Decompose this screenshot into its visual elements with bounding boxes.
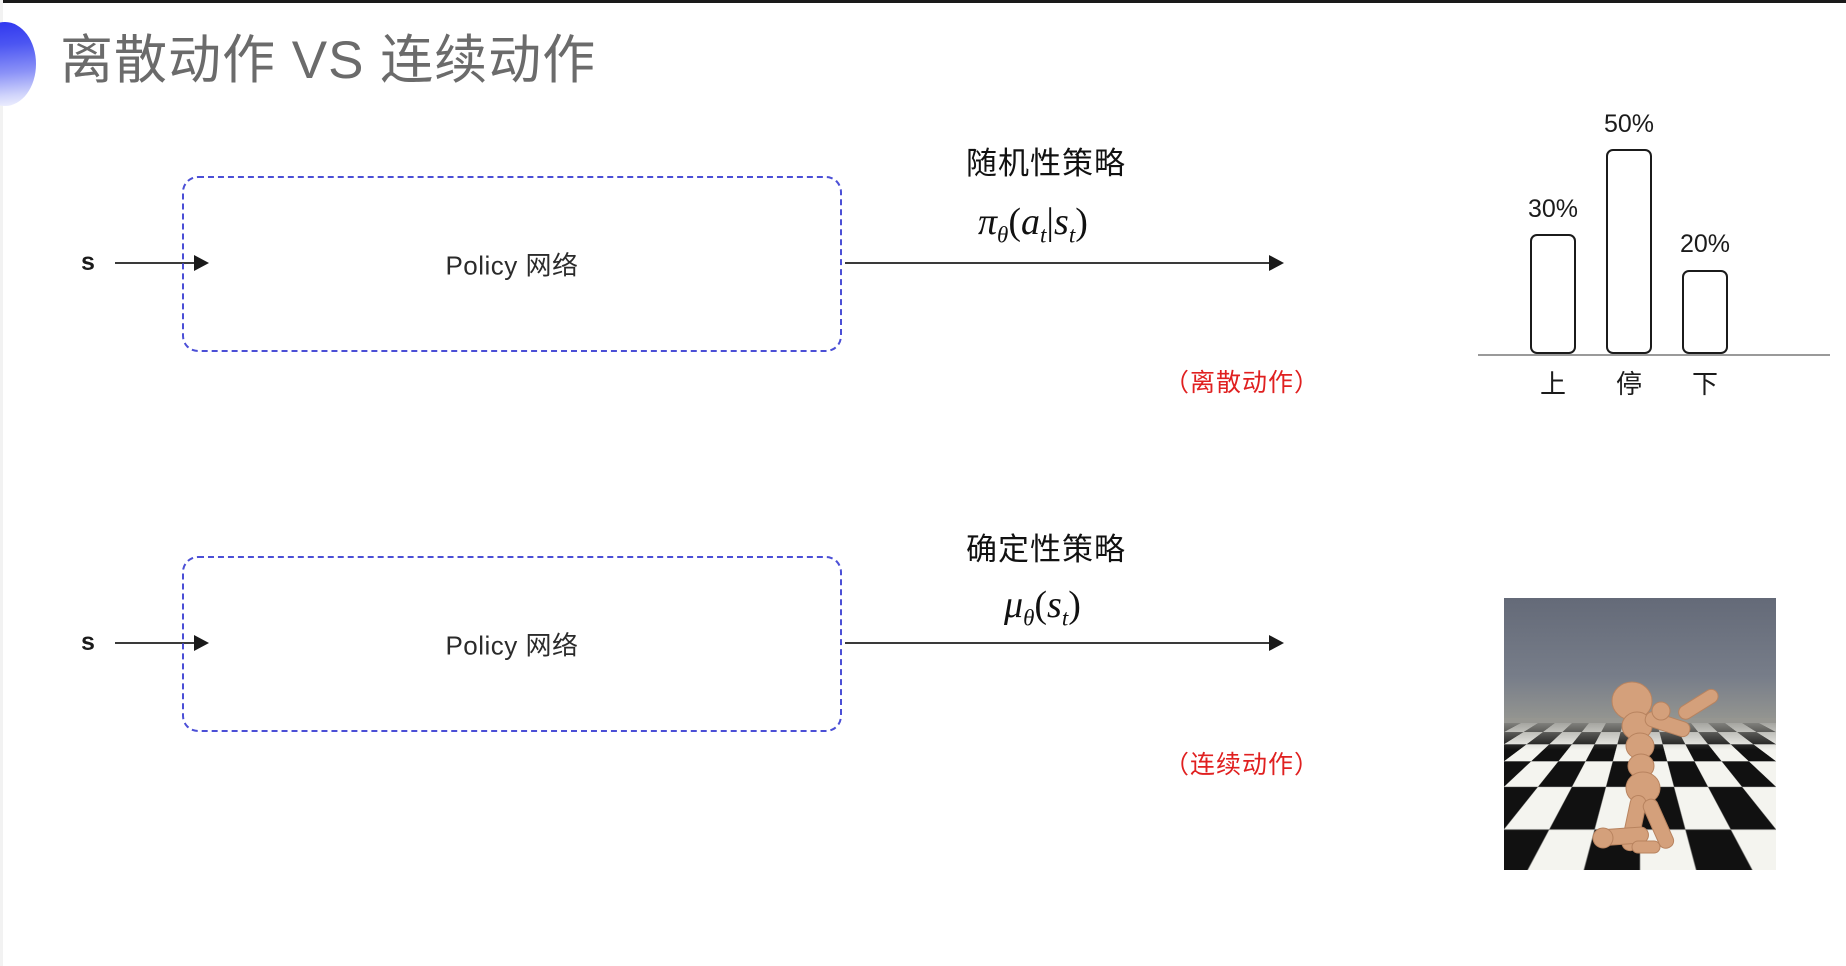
formula-theta-sub: θ bbox=[997, 222, 1009, 248]
top-border-rule bbox=[0, 0, 1846, 3]
policy-network-box-discrete[interactable]: Policy 网络 bbox=[182, 176, 842, 352]
bar-category-1: 停 bbox=[1615, 369, 1642, 399]
note-discrete-action: （离散动作） bbox=[1164, 369, 1321, 397]
bar-category-0: 上 bbox=[1539, 369, 1566, 399]
arrow-state-to-policy-continuous bbox=[115, 642, 207, 644]
bar-shape-0 bbox=[1530, 234, 1576, 354]
formula-state-symbol-2: s bbox=[1047, 584, 1062, 626]
policy-network-label-continuous: Policy 网络 bbox=[445, 630, 579, 661]
arrow-policy-to-output-continuous bbox=[845, 642, 1282, 644]
formula-deterministic-policy: μθ(st) bbox=[1004, 583, 1081, 632]
formula-action-symbol: a bbox=[1021, 201, 1041, 243]
formula-state-symbol: s bbox=[1054, 201, 1069, 243]
annotation-title-stochastic-policy: 随机性策略 bbox=[966, 146, 1126, 181]
policy-network-label-discrete: Policy 网络 bbox=[445, 250, 579, 281]
title-decoration-halfcircle-icon bbox=[0, 22, 36, 106]
formula-pi-symbol: π bbox=[978, 201, 998, 243]
bar-value-0: 30% bbox=[1527, 195, 1579, 223]
chart-x-axis bbox=[1478, 354, 1830, 356]
bar-shape-1 bbox=[1606, 149, 1652, 354]
discrete-action-bar-chart: 30% 上 50% 停 20% 下 bbox=[1468, 96, 1830, 416]
state-input-label-continuous: s bbox=[81, 628, 95, 656]
formula-state-sub: t bbox=[1068, 222, 1076, 248]
state-input-label-discrete: s bbox=[81, 248, 95, 276]
formula-stochastic-policy: πθ(at|st) bbox=[978, 200, 1088, 249]
bar-value-1: 50% bbox=[1603, 110, 1655, 138]
formula-action-sub: t bbox=[1040, 222, 1047, 248]
formula-paren-open: ( bbox=[1008, 201, 1022, 243]
bar-shape-2 bbox=[1682, 270, 1728, 354]
arrow-state-to-policy-discrete bbox=[115, 262, 207, 264]
arrow-policy-to-output-discrete bbox=[845, 262, 1282, 264]
note-continuous-action: （连续动作） bbox=[1164, 751, 1321, 779]
formula-paren-close-2: ) bbox=[1068, 584, 1081, 626]
bar-category-2: 下 bbox=[1691, 369, 1718, 399]
formula-mu-symbol: μ bbox=[1004, 584, 1024, 626]
humanoid-simulation-image bbox=[1504, 598, 1776, 870]
humanoid-figure-icon bbox=[1592, 681, 1719, 854]
left-border-rule bbox=[0, 0, 3, 966]
formula-conditional-bar: | bbox=[1046, 201, 1055, 243]
formula-paren-open-2: ( bbox=[1034, 584, 1048, 626]
formula-state-sub-2: t bbox=[1061, 605, 1069, 631]
annotation-title-deterministic-policy: 确定性策略 bbox=[966, 532, 1126, 567]
policy-network-box-continuous[interactable]: Policy 网络 bbox=[182, 556, 842, 732]
formula-paren-close: ) bbox=[1075, 201, 1088, 243]
bar-value-2: 20% bbox=[1679, 230, 1731, 258]
formula-theta-sub-2: θ bbox=[1023, 605, 1035, 631]
page-title: 离散动作 VS 连续动作 bbox=[60, 31, 597, 90]
